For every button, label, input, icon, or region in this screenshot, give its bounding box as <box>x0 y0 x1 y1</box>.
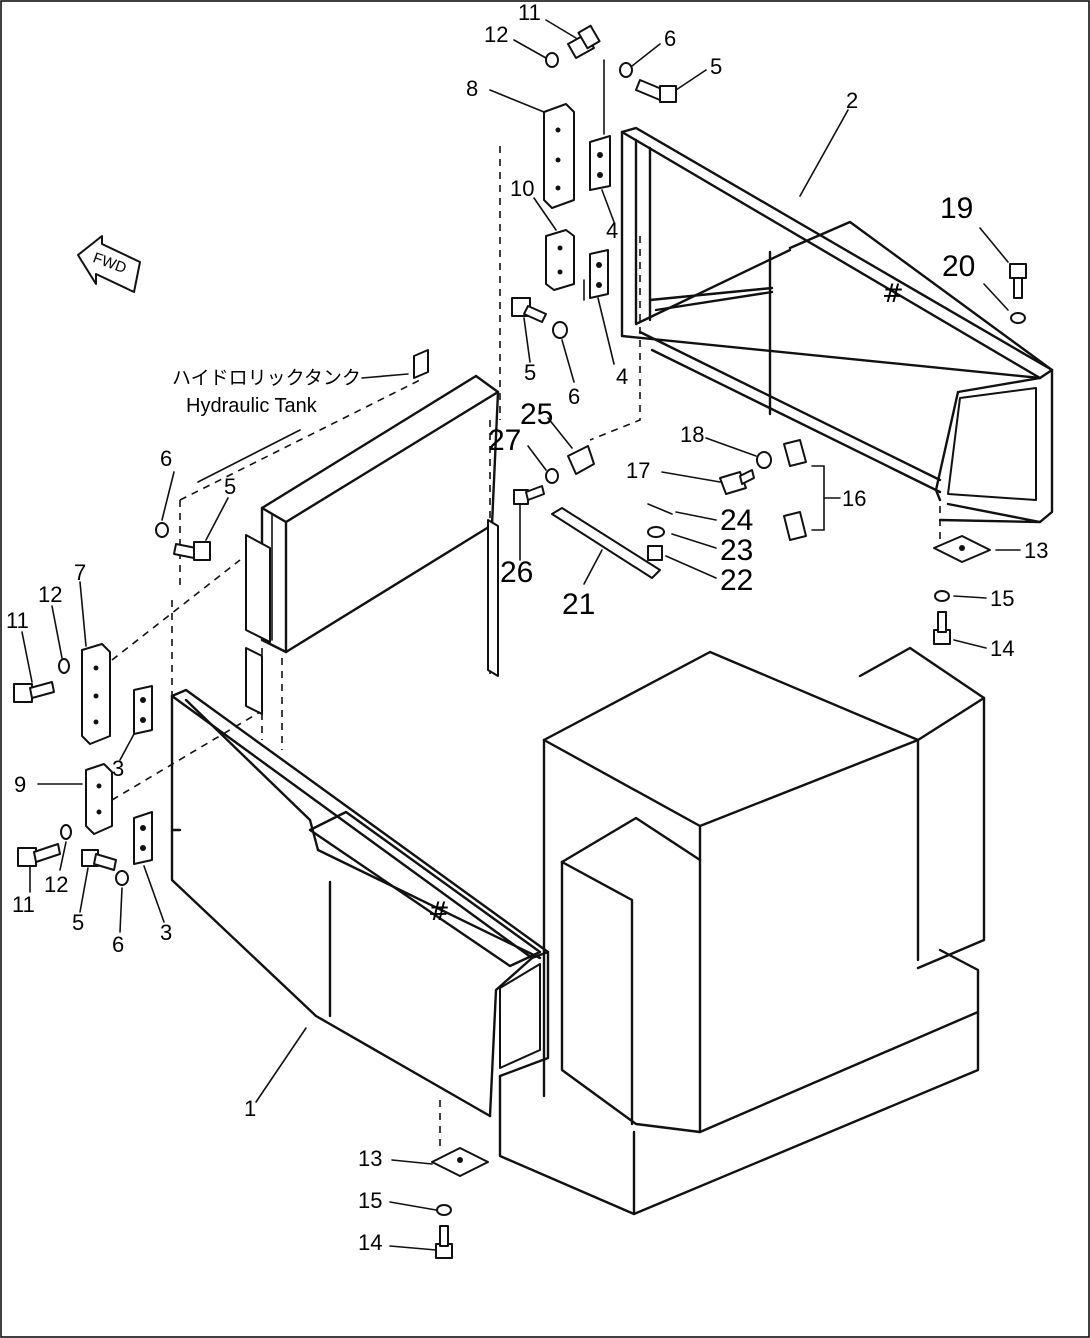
bracket-part-8 <box>543 103 575 209</box>
callout-3: 3 <box>160 920 172 945</box>
bolt-part-5-left <box>173 541 211 561</box>
bolt-part-14-right <box>933 611 951 645</box>
hatch-mark-1: # <box>428 897 450 927</box>
callout-14: 14 <box>990 636 1014 661</box>
clip-part-16-lower <box>783 511 807 541</box>
mount-part-13-right <box>933 535 991 563</box>
callout-21: 21 <box>562 588 595 621</box>
callout-14: 14 <box>358 1230 382 1255</box>
callout-11: 11 <box>518 0 541 25</box>
callout-16: 16 <box>842 486 866 511</box>
callout-18: 18 <box>680 422 704 447</box>
callout-9: 9 <box>14 772 26 797</box>
callout-5: 5 <box>710 54 722 79</box>
hinge-part-4-upper <box>589 135 611 191</box>
callout-15: 15 <box>358 1188 382 1213</box>
washer-part-23 <box>647 526 665 538</box>
washer-part-6-left <box>155 522 169 538</box>
callout-3: 3 <box>112 756 124 781</box>
callout-13: 13 <box>358 1146 382 1171</box>
stay-rod-part-21 <box>551 507 661 579</box>
hinge-part-3-upper <box>133 685 153 735</box>
callout-6: 6 <box>112 932 124 957</box>
hydraulic-tank-label-en: Hydraulic Tank <box>186 395 318 417</box>
callout-1: 1 <box>244 1096 256 1121</box>
bolt-part-14-bottom <box>435 1225 453 1259</box>
callout-15: 15 <box>990 586 1014 611</box>
bolt-part-11-lower <box>17 843 61 867</box>
callout-4: 4 <box>606 218 618 243</box>
bracket-part-10 <box>545 229 575 291</box>
callout-11: 11 <box>6 608 29 633</box>
bracket-part-7 <box>81 643 111 745</box>
callout-26: 26 <box>500 556 533 589</box>
callout-7: 7 <box>74 560 86 585</box>
callout-17: 17 <box>626 458 650 483</box>
bolt-part-11-top <box>567 24 601 59</box>
washer-part-6-mid <box>552 321 568 339</box>
washer-part-20 <box>1010 312 1026 324</box>
callout-5: 5 <box>72 910 84 935</box>
hinge-part-4-lower <box>589 249 609 299</box>
mount-part-13-bottom <box>431 1147 489 1177</box>
bolt-part-5-lower <box>81 849 117 871</box>
callout-13: 13 <box>1024 538 1048 563</box>
bolt-part-5-mid <box>511 297 547 323</box>
callout-27: 27 <box>488 424 521 457</box>
callout-12: 12 <box>44 872 68 897</box>
callout-6: 6 <box>160 446 172 471</box>
callout-10: 10 <box>510 176 534 201</box>
callout-6: 6 <box>664 26 676 51</box>
callout-5: 5 <box>224 474 236 499</box>
washer-part-12-left <box>58 658 70 674</box>
clip-part-16-upper <box>783 439 807 467</box>
washer-part-18 <box>756 451 772 469</box>
washer-part-12-top <box>545 52 559 68</box>
hinge-part-3-lower <box>133 811 153 865</box>
washer-part-6-top <box>619 62 633 78</box>
callout-25: 25 <box>520 398 553 431</box>
hatch-mark-2: # <box>882 279 904 309</box>
callout-19: 19 <box>940 192 973 225</box>
callout-23: 23 <box>720 534 753 567</box>
bolt-part-26 <box>513 485 545 505</box>
callout-12: 12 <box>484 22 508 47</box>
bolt-part-11-left <box>13 681 55 703</box>
leader-lines <box>21 19 1021 1251</box>
callout-8: 8 <box>466 76 478 101</box>
bracket-part-25 <box>567 445 595 475</box>
washer-part-15-right <box>934 590 950 602</box>
bolt-part-5-top <box>635 79 677 103</box>
washer-part-6-lower <box>115 870 129 886</box>
cover-part-1: # <box>170 688 550 1118</box>
callout-12: 12 <box>38 582 62 607</box>
bracket-part-9 <box>85 763 113 835</box>
callout-4: 4 <box>616 364 628 389</box>
bolt-part-17 <box>719 469 755 495</box>
callout-22: 22 <box>720 564 753 597</box>
nut-part-22 <box>647 545 663 561</box>
radiator-block <box>498 646 986 1216</box>
washer-part-15-bottom <box>436 1204 452 1216</box>
callout-2: 2 <box>846 88 858 113</box>
bolt-part-19 <box>1009 263 1027 299</box>
pin-part-24 <box>647 503 673 515</box>
callout-6: 6 <box>568 384 580 409</box>
hydraulic-tank-label-ja: ハイドロリックタンク <box>172 367 361 389</box>
callout-11: 11 <box>12 892 35 917</box>
callout-20: 20 <box>942 250 975 283</box>
callout-24: 24 <box>720 504 753 537</box>
washer-part-27 <box>545 468 559 484</box>
fwd-arrow-icon: FWD <box>77 235 141 293</box>
washer-part-12-lower <box>60 824 72 840</box>
callout-5: 5 <box>524 360 536 385</box>
cover-part-2: # <box>620 126 1054 524</box>
